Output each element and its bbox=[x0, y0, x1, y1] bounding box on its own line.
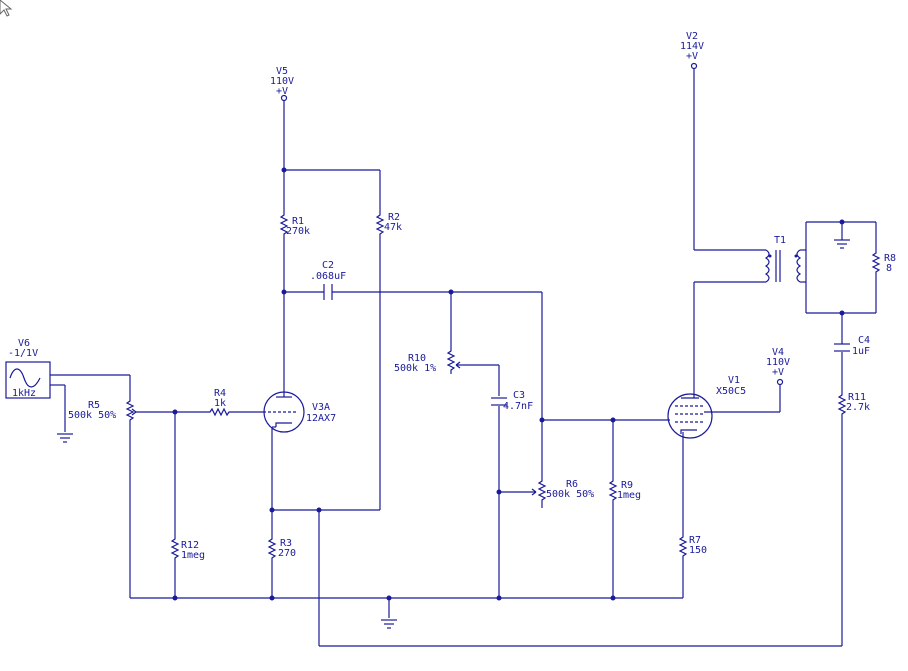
v1-value-label: X50C5 bbox=[716, 386, 746, 397]
r11-value-label: 2.7k bbox=[846, 402, 870, 413]
v4-value-label: 110V bbox=[766, 357, 790, 368]
v4-pin-label: +V bbox=[772, 367, 784, 378]
resistor-r4[interactable]: R4 1k bbox=[206, 388, 232, 417]
c4-name-label: C4 bbox=[858, 335, 870, 346]
potentiometer-r5[interactable]: R5 500k 50% bbox=[68, 398, 137, 424]
r2-name-label: R2 bbox=[388, 212, 400, 223]
r10-value-label: 500k 1% bbox=[394, 363, 436, 374]
signal-source-v6[interactable]: V6 -1/1V 1kHz bbox=[5, 338, 51, 399]
v6-freq-label: 1kHz bbox=[12, 388, 36, 399]
supply-v2[interactable]: V2 114V +V bbox=[680, 31, 704, 70]
r12-value-label: 1meg bbox=[181, 550, 205, 561]
r5-name-label: R5 bbox=[88, 400, 100, 411]
v3a-name-label: V3A bbox=[312, 402, 330, 413]
junction-dots bbox=[172, 167, 845, 601]
vacuum-tube-v1[interactable]: V1 X50C5 bbox=[667, 375, 746, 439]
potentiometer-r6[interactable]: R6 500k 50% bbox=[531, 478, 594, 504]
v5-pin-label: +V bbox=[276, 86, 288, 97]
capacitor-c2[interactable]: C2 .068uF bbox=[310, 260, 346, 300]
r12-name-label: R12 bbox=[181, 540, 199, 551]
r1-value-label: 270k bbox=[286, 226, 310, 237]
resistor-r3[interactable]: R3 270 bbox=[267, 536, 296, 562]
vacuum-tube-v3a[interactable]: V3A 12AX7 bbox=[263, 391, 336, 433]
r3-name-label: R3 bbox=[280, 538, 292, 549]
capacitor-c4[interactable]: C4 1uF bbox=[834, 335, 870, 357]
r8-value-label: 8 bbox=[886, 263, 892, 274]
v4-name-label: V4 bbox=[772, 347, 784, 358]
resistor-r11[interactable]: R11 2.7k bbox=[837, 392, 870, 420]
r1-name-label: R1 bbox=[292, 216, 304, 227]
ground-icon bbox=[381, 619, 397, 629]
resistor-r2[interactable]: R2 47k bbox=[375, 212, 402, 238]
c2-name-label: C2 bbox=[322, 260, 334, 271]
r10-name-label: R10 bbox=[408, 353, 426, 364]
t1-name-label: T1 bbox=[774, 235, 786, 246]
resistor-r7[interactable]: R7 150 bbox=[678, 534, 707, 562]
supply-v4[interactable]: V4 110V +V bbox=[766, 347, 790, 386]
r2-value-label: 47k bbox=[384, 222, 402, 233]
v6-value-label: -1/1V bbox=[8, 348, 38, 359]
r3-value-label: 270 bbox=[278, 548, 296, 559]
supply-v5[interactable]: V5 110V +V bbox=[270, 66, 294, 102]
capacitor-c3[interactable]: C3 4.7nF bbox=[491, 390, 533, 412]
r6-name-label: R6 bbox=[566, 479, 578, 490]
v2-pin-label: +V bbox=[686, 51, 698, 62]
resistor-r9[interactable]: R9 1meg bbox=[608, 478, 641, 504]
c3-value-label: 4.7nF bbox=[503, 401, 533, 412]
resistor-r12[interactable]: R12 1meg bbox=[170, 536, 205, 562]
wires bbox=[50, 68, 877, 647]
r8-name-label: R8 bbox=[884, 253, 896, 264]
c3-name-label: C3 bbox=[513, 390, 525, 401]
r6-value-label: 500k 50% bbox=[546, 489, 594, 500]
resistor-r8[interactable]: R8 8 bbox=[871, 250, 896, 276]
transformer-t1[interactable]: T1 bbox=[764, 235, 802, 283]
ground-icon bbox=[57, 433, 73, 443]
sine-wave-icon bbox=[9, 368, 41, 388]
r5-value-label: 500k 50% bbox=[68, 410, 116, 421]
r4-value-label: 1k bbox=[214, 398, 226, 409]
v6-name-label: V6 bbox=[18, 338, 30, 349]
resistor-r1[interactable]: R1 270k bbox=[279, 212, 310, 238]
r7-name-label: R7 bbox=[689, 535, 701, 546]
r9-name-label: R9 bbox=[621, 480, 633, 491]
c4-value-label: 1uF bbox=[852, 346, 870, 357]
v3a-value-label: 12AX7 bbox=[306, 413, 336, 424]
ground-icon bbox=[834, 239, 850, 249]
mouse-cursor-icon bbox=[0, 0, 13, 17]
c2-value-label: .068uF bbox=[310, 271, 346, 282]
v5-name-label: V5 bbox=[276, 66, 288, 77]
v1-name-label: V1 bbox=[728, 375, 740, 386]
r7-value-label: 150 bbox=[689, 545, 707, 556]
v2-value-label: 114V bbox=[680, 41, 704, 52]
r11-name-label: R11 bbox=[848, 392, 866, 403]
v5-value-label: 110V bbox=[270, 76, 294, 87]
potentiometer-r10[interactable]: R10 500k 1% bbox=[394, 348, 461, 374]
v2-name-label: V2 bbox=[686, 31, 698, 42]
r4-name-label: R4 bbox=[214, 388, 226, 399]
r9-value-label: 1meg bbox=[617, 490, 641, 501]
